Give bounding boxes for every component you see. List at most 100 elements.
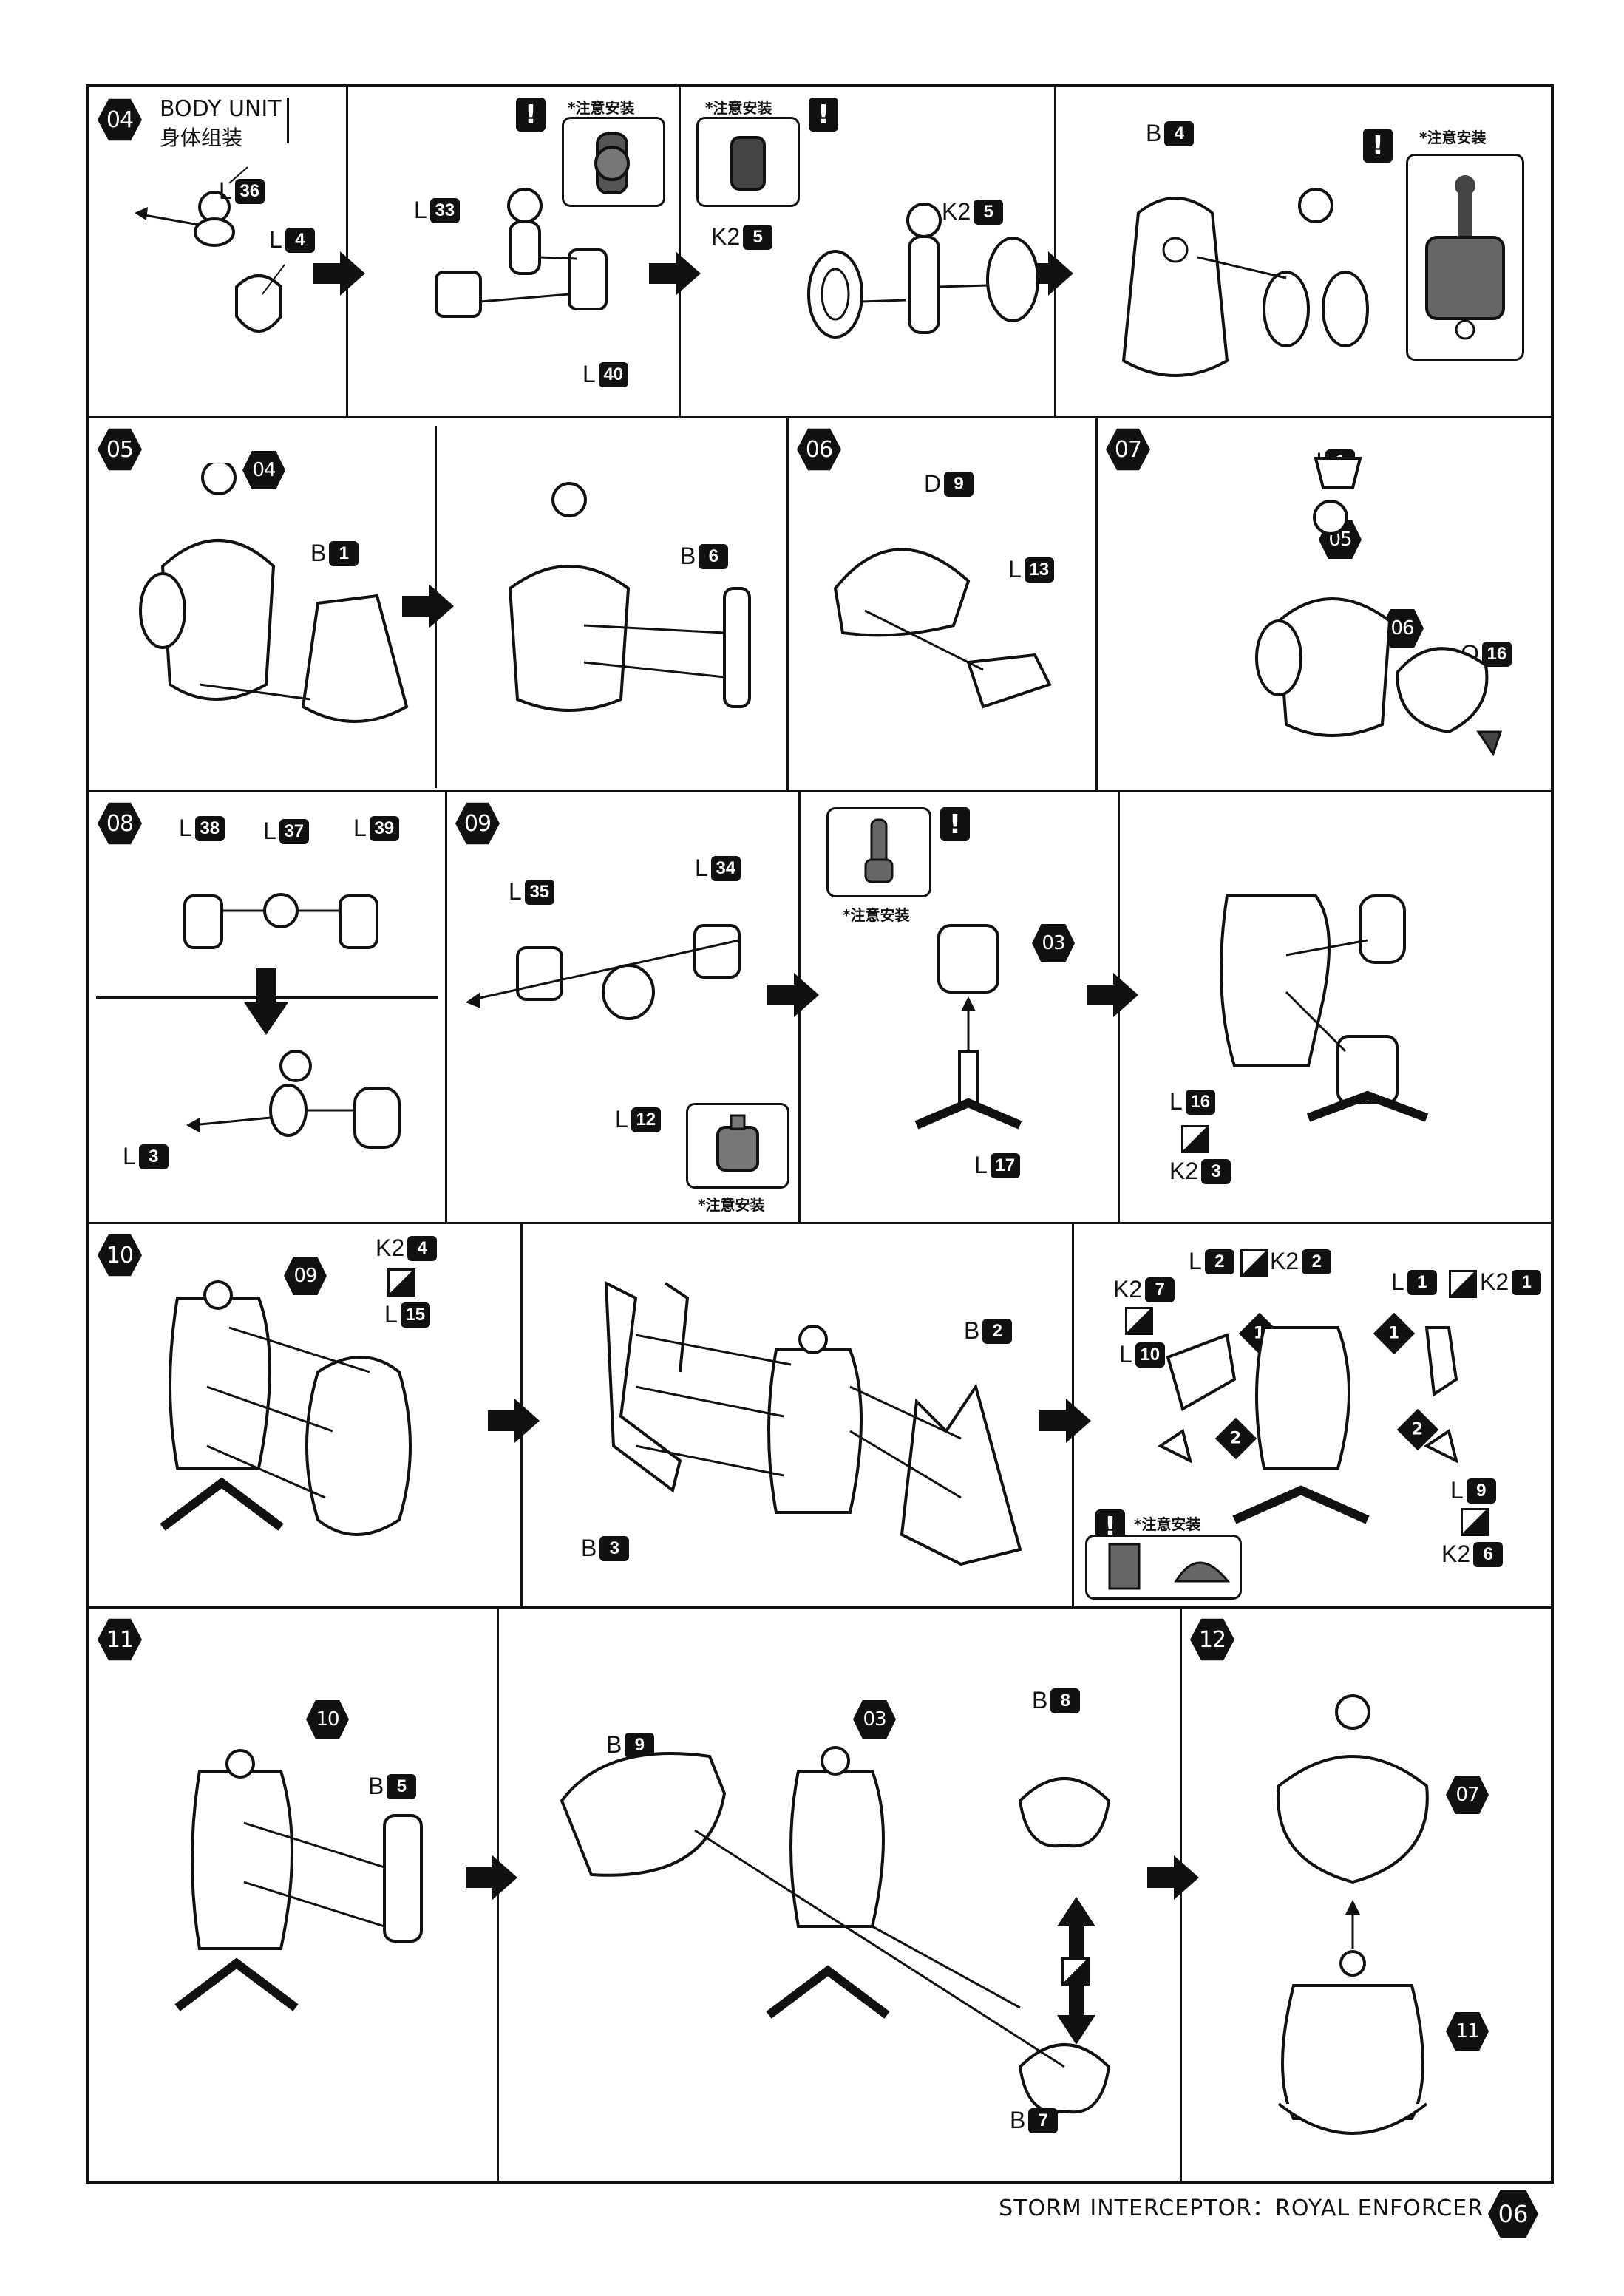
divider: [346, 87, 348, 416]
step-badge-09: 09: [455, 802, 500, 845]
step-badge-11: 11: [98, 1618, 142, 1661]
next-arrow-icon: [313, 251, 365, 296]
notice-label: *注意安装: [568, 99, 635, 117]
footer-title: STORM INTERCEPTOR：ROYAL ENFORCER: [999, 2195, 1484, 2221]
gate-mark-icon: [1240, 1249, 1268, 1277]
notice-label: *注意安装: [1419, 129, 1487, 146]
part-drawing: [186, 1050, 401, 1149]
subassembly-ref: 10: [306, 1700, 349, 1739]
warning-icon: !: [516, 98, 546, 132]
subassembly-ref: 11: [1446, 2012, 1489, 2051]
part-drawing: [1277, 1694, 1429, 2135]
down-arrow-icon: [244, 968, 288, 1035]
notice-label: *注意安装: [843, 906, 910, 924]
divider: [679, 87, 681, 416]
notice-callout: [696, 117, 800, 207]
part-drawing: [1121, 188, 1369, 377]
next-arrow-icon: [1039, 1399, 1091, 1443]
part-drawing: [435, 188, 608, 318]
notice-callout: [1406, 154, 1524, 361]
section-title: BODY UNIT 身体组装: [160, 96, 282, 152]
subassembly-ref: 04: [242, 451, 285, 489]
part-drawing: [466, 924, 741, 1020]
gate-mark-icon: [1449, 1270, 1477, 1298]
gate-mark-icon: [1061, 1957, 1090, 1986]
next-arrow-icon: [488, 1399, 540, 1443]
title-en: BODY UNIT: [160, 96, 282, 122]
subassembly-ref: 09: [284, 1257, 327, 1295]
notice-callout: [1085, 1535, 1242, 1600]
part-drawing: [560, 1746, 1111, 2114]
step-badge-04: 04: [98, 98, 142, 141]
part-drawing: [1220, 894, 1429, 1122]
part-drawing: [914, 924, 1022, 1130]
part-drawing: [135, 166, 285, 333]
step-badge-07: 07: [1106, 428, 1150, 471]
gate-mark-icon: [1125, 1307, 1153, 1335]
notice-label: *注意安装: [698, 1196, 765, 1214]
notice-label: *注意安装: [705, 99, 772, 117]
part-drawing: [183, 893, 378, 949]
notice-callout: [686, 1103, 789, 1189]
title-cn: 身体组装: [160, 126, 243, 150]
notice-label: *注意安装: [1134, 1515, 1201, 1533]
step-badge-12: 12: [1190, 1618, 1234, 1661]
part-drawing: [1158, 1326, 1458, 1524]
title-bar: [287, 98, 289, 143]
next-arrow-icon: [649, 251, 701, 296]
part-drawing: [160, 1280, 412, 1536]
next-arrow-icon: [1087, 973, 1138, 1017]
part-drawing: [174, 1749, 423, 2011]
subassembly-ref: 03: [1032, 924, 1075, 962]
step-badge-06: 06: [797, 428, 841, 471]
part-drawing: [139, 463, 409, 723]
next-arrow-icon: [402, 584, 454, 628]
divider: [1095, 418, 1098, 790]
divider: [445, 792, 447, 1222]
next-arrow-icon: [1022, 251, 1073, 296]
part-drawing: [508, 482, 751, 712]
divider: [1180, 1609, 1182, 2181]
step-badge-08: 08: [98, 802, 142, 845]
notice-callout: [826, 807, 931, 897]
gate-mark-icon: [387, 1268, 415, 1297]
next-arrow-icon: [466, 1855, 517, 1900]
subassembly-ref: 03: [853, 1700, 896, 1739]
subassembly-ref: 07: [1446, 1776, 1489, 1814]
warning-icon: !: [940, 807, 970, 841]
step-badge-10: 10: [98, 1234, 142, 1277]
warning-icon: !: [1363, 129, 1393, 163]
page-number: 06: [1488, 2190, 1538, 2238]
